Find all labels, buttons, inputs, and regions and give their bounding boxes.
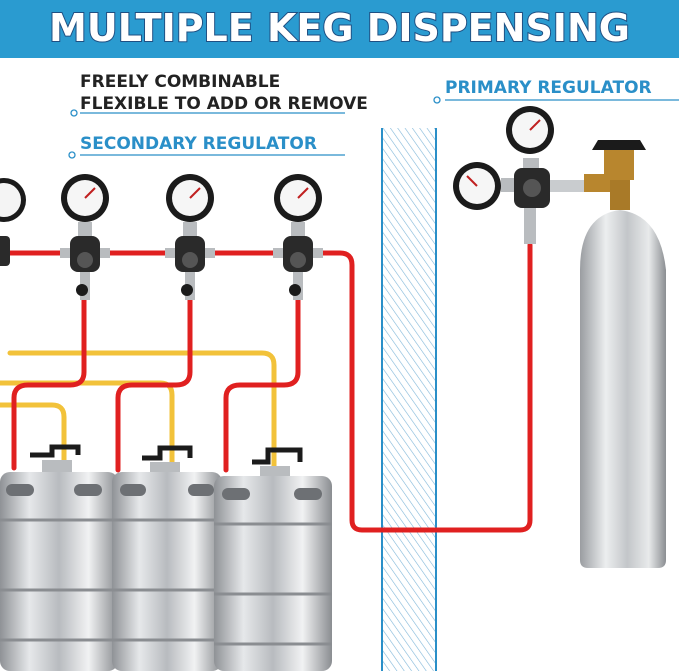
secondary-regulator-1 [0,178,26,266]
beer-lines [0,350,277,473]
co2-tank [580,140,666,568]
secondary-regulator-2 [60,174,110,300]
freely-leader-line [70,109,345,117]
secondary-leader-line [68,151,345,159]
primary-regulator [453,106,590,244]
primary-leader-line [433,96,679,104]
secondary-regulator-3 [165,174,215,300]
keg-1 [0,444,118,671]
wall-section [381,128,437,671]
secondary-regulator-4 [273,174,323,300]
primary-regulator-label: PRIMARY REGULATOR [445,78,652,98]
keg-2 [112,445,222,671]
flexible-add-remove-label: FLEXIBLE TO ADD OR REMOVE [80,94,368,114]
gas-lines [0,242,533,533]
page-title: MULTIPLE KEG DISPENSING [48,5,631,51]
freely-combinable-label: FREELY COMBINABLE [80,72,281,92]
secondary-regulator-label: SECONDARY REGULATOR [80,134,317,154]
title-banner [0,0,679,58]
keg-3 [214,447,332,671]
